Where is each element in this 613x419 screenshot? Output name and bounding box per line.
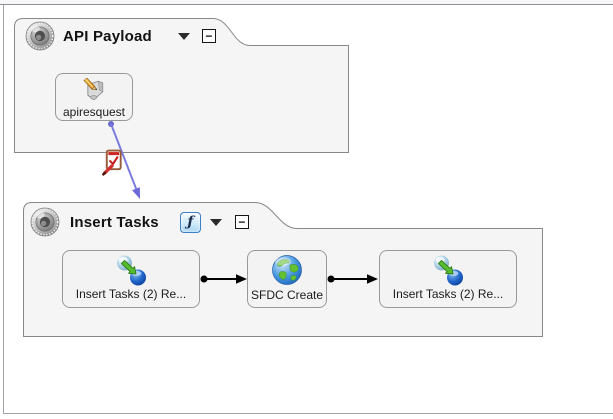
route-connector-arrowhead xyxy=(132,187,140,199)
shape-node-sfdc-create[interactable]: SFDC Create xyxy=(247,250,327,308)
node-label: Insert Tasks (2) Re... xyxy=(75,287,187,301)
node-label: Insert Tasks (2) Re... xyxy=(392,287,504,301)
container-title: API Payload xyxy=(63,27,152,45)
collapse-icon[interactable]: − xyxy=(201,29,216,43)
function-badge-icon: ƒ xyxy=(179,211,201,233)
shape-node-insert-tasks-map-1[interactable]: Insert Tasks (2) Re... xyxy=(62,250,200,308)
collapse-icon[interactable]: − xyxy=(234,215,249,229)
globe-icon xyxy=(272,255,302,285)
canvas-bottom-border xyxy=(3,413,613,414)
shape-node-insert-tasks-map-2[interactable]: Insert Tasks (2) Re... xyxy=(379,250,517,308)
canvas-left-border xyxy=(3,5,4,414)
process-container-insert-tasks[interactable]: Insert Tasks ƒ − Insert Tasks (2) Re... … xyxy=(23,202,543,337)
dropdown-arrow-icon[interactable] xyxy=(209,218,222,226)
checklist-pen-icon[interactable] xyxy=(102,148,125,177)
node-label: apiresquest xyxy=(62,105,126,119)
shape-node-apiresquest[interactable]: apiresquest xyxy=(55,73,133,121)
process-gear-icon xyxy=(30,207,60,237)
canvas-top-border xyxy=(0,0,613,5)
container-title: Insert Tasks xyxy=(70,213,159,231)
message-icon xyxy=(83,77,104,101)
map-icon xyxy=(433,255,464,286)
process-gear-icon xyxy=(25,21,55,51)
dropdown-arrow-icon[interactable] xyxy=(177,32,190,40)
process-container-api-payload[interactable]: API Payload − apiresquest xyxy=(14,18,349,153)
map-icon xyxy=(116,255,147,286)
node-label: SFDC Create xyxy=(250,288,324,302)
